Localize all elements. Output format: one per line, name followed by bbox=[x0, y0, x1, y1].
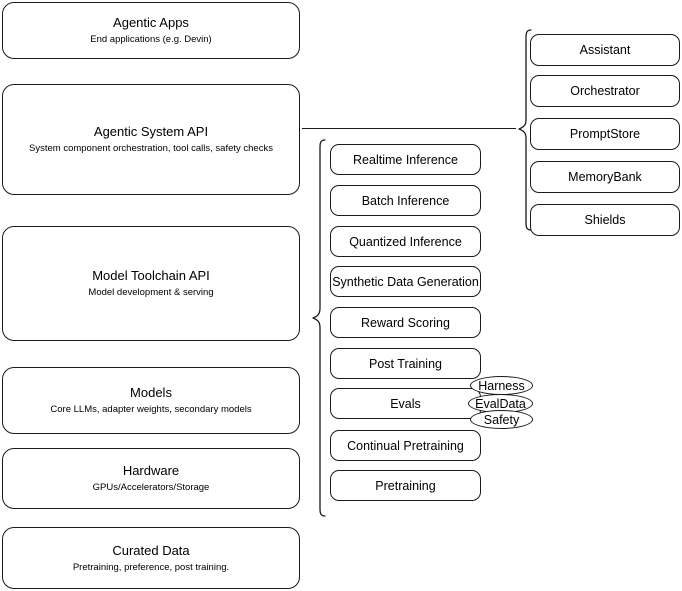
layer-title: Model Toolchain API bbox=[92, 268, 210, 283]
component-batch-inference[interactable]: Batch Inference bbox=[330, 185, 481, 216]
component-orchestrator[interactable]: Orchestrator bbox=[530, 75, 680, 107]
layer-subtitle: Core LLMs, adapter weights, secondary mo… bbox=[50, 404, 252, 415]
layer-agentic-system-api[interactable]: Agentic System API System component orch… bbox=[2, 84, 300, 195]
component-synthetic-data-generation[interactable]: Synthetic Data Generation bbox=[330, 266, 481, 297]
component-label: Pretraining bbox=[375, 478, 436, 493]
layer-models[interactable]: Models Core LLMs, adapter weights, secon… bbox=[2, 367, 300, 434]
eval-tag-label: Harness bbox=[478, 378, 525, 393]
component-label: MemoryBank bbox=[568, 170, 642, 184]
component-evals[interactable]: Evals bbox=[330, 388, 481, 419]
component-label: Continual Pretraining bbox=[347, 438, 464, 453]
layer-model-toolchain-api[interactable]: Model Toolchain API Model development & … bbox=[2, 226, 300, 341]
component-memory-bank[interactable]: MemoryBank bbox=[530, 161, 680, 193]
component-reward-scoring[interactable]: Reward Scoring bbox=[330, 307, 481, 338]
layer-agentic-apps[interactable]: Agentic Apps End applications (e.g. Devi… bbox=[2, 2, 300, 59]
layer-subtitle: System component orchestration, tool cal… bbox=[29, 143, 273, 154]
component-realtime-inference[interactable]: Realtime Inference bbox=[330, 144, 481, 175]
layer-title: Agentic System API bbox=[93, 124, 209, 139]
component-quantized-inference[interactable]: Quantized Inference bbox=[330, 226, 481, 257]
eval-tag-safety[interactable]: Safety bbox=[470, 410, 533, 429]
component-assistant[interactable]: Assistant bbox=[530, 34, 680, 66]
layer-title: Hardware bbox=[122, 463, 180, 478]
system-api-connector-line bbox=[302, 128, 516, 130]
component-continual-pretraining[interactable]: Continual Pretraining bbox=[330, 430, 481, 461]
eval-tag-eval-data[interactable]: EvalData bbox=[468, 394, 533, 413]
system-components-brace bbox=[518, 29, 532, 231]
component-shields[interactable]: Shields bbox=[530, 204, 680, 236]
eval-tag-label: EvalData bbox=[475, 396, 526, 411]
layer-subtitle: GPUs/Accelerators/Storage bbox=[92, 482, 210, 493]
layer-title: Agentic Apps bbox=[113, 15, 189, 30]
layer-subtitle: Pretraining, preference, post training. bbox=[72, 561, 230, 573]
layer-curated-data[interactable]: Curated Data Pretraining, preference, po… bbox=[2, 527, 300, 589]
toolchain-brace bbox=[312, 139, 326, 517]
layer-subtitle: Model development & serving bbox=[88, 287, 214, 298]
layer-title: Curated Data bbox=[112, 542, 190, 558]
component-prompt-store[interactable]: PromptStore bbox=[530, 118, 680, 150]
layer-title: Models bbox=[130, 385, 172, 400]
component-post-training[interactable]: Post Training bbox=[330, 348, 481, 379]
component-label: Batch Inference bbox=[361, 193, 450, 208]
component-label: Shields bbox=[584, 213, 626, 227]
component-label: PromptStore bbox=[569, 127, 641, 141]
component-label: Quantized Inference bbox=[349, 234, 462, 249]
component-label: Assistant bbox=[579, 43, 631, 57]
eval-tag-label: Safety bbox=[483, 412, 520, 427]
component-label: Orchestrator bbox=[570, 84, 640, 98]
eval-tag-harness[interactable]: Harness bbox=[470, 376, 533, 395]
component-pretraining[interactable]: Pretraining bbox=[330, 470, 481, 501]
component-label: Evals bbox=[390, 396, 421, 411]
layer-hardware[interactable]: Hardware GPUs/Accelerators/Storage bbox=[2, 448, 300, 509]
component-label: Synthetic Data Generation bbox=[332, 274, 479, 289]
component-label: Realtime Inference bbox=[353, 152, 458, 167]
component-label: Post Training bbox=[369, 356, 442, 371]
component-label: Reward Scoring bbox=[361, 315, 450, 330]
layer-subtitle: End applications (e.g. Devin) bbox=[90, 34, 212, 45]
